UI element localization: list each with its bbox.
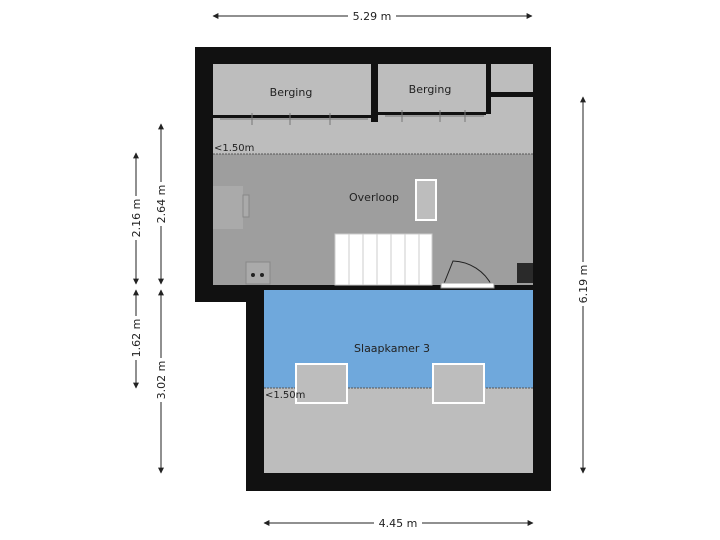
dim-label-left-lower: 1.62 m bbox=[130, 319, 143, 358]
appliance-dot-1 bbox=[251, 273, 255, 277]
berging-right-bottom-wall bbox=[378, 112, 486, 115]
room-label-slaapkamer: Slaapkamer 3 bbox=[354, 342, 430, 355]
skylight-overloop bbox=[415, 179, 437, 221]
berging-left-room bbox=[213, 64, 371, 116]
door-swing bbox=[440, 260, 495, 289]
dim-label-mid-lower: 3.02 m bbox=[155, 361, 168, 400]
cabinet-knob bbox=[242, 194, 250, 218]
closet-top-right bbox=[491, 64, 533, 92]
berging-divider-wall bbox=[371, 64, 378, 122]
height-note-top: <1.50m bbox=[214, 143, 254, 154]
berging-right-room bbox=[378, 64, 486, 114]
closet-bottom-wall bbox=[491, 92, 533, 97]
room-label-berging-left: Berging bbox=[270, 86, 313, 99]
dim-label-left-upper: 2.16 m bbox=[130, 199, 143, 238]
staircase bbox=[334, 233, 433, 286]
dim-label-right: 6.19 m bbox=[577, 265, 590, 304]
berging-right-end-wall bbox=[486, 64, 491, 114]
dim-label-mid-upper: 2.64 m bbox=[155, 185, 168, 224]
skylight-bedroom-left bbox=[295, 363, 348, 404]
berging-left-bottom-wall bbox=[213, 115, 371, 118]
appliance-dot-2 bbox=[260, 273, 264, 277]
cabinet-left bbox=[213, 186, 243, 229]
duct-box bbox=[517, 263, 533, 283]
sliding-door-marks bbox=[220, 110, 484, 125]
skylight-bedroom-right bbox=[432, 363, 485, 404]
room-label-overloop: Overloop bbox=[349, 191, 399, 204]
appliance-box bbox=[245, 261, 271, 285]
room-label-berging-right: Berging bbox=[409, 83, 452, 96]
height-note-bottom: <1.50m bbox=[265, 390, 305, 401]
dim-label-top: 5.29 m bbox=[353, 10, 392, 23]
dim-label-bottom: 4.45 m bbox=[379, 517, 418, 530]
